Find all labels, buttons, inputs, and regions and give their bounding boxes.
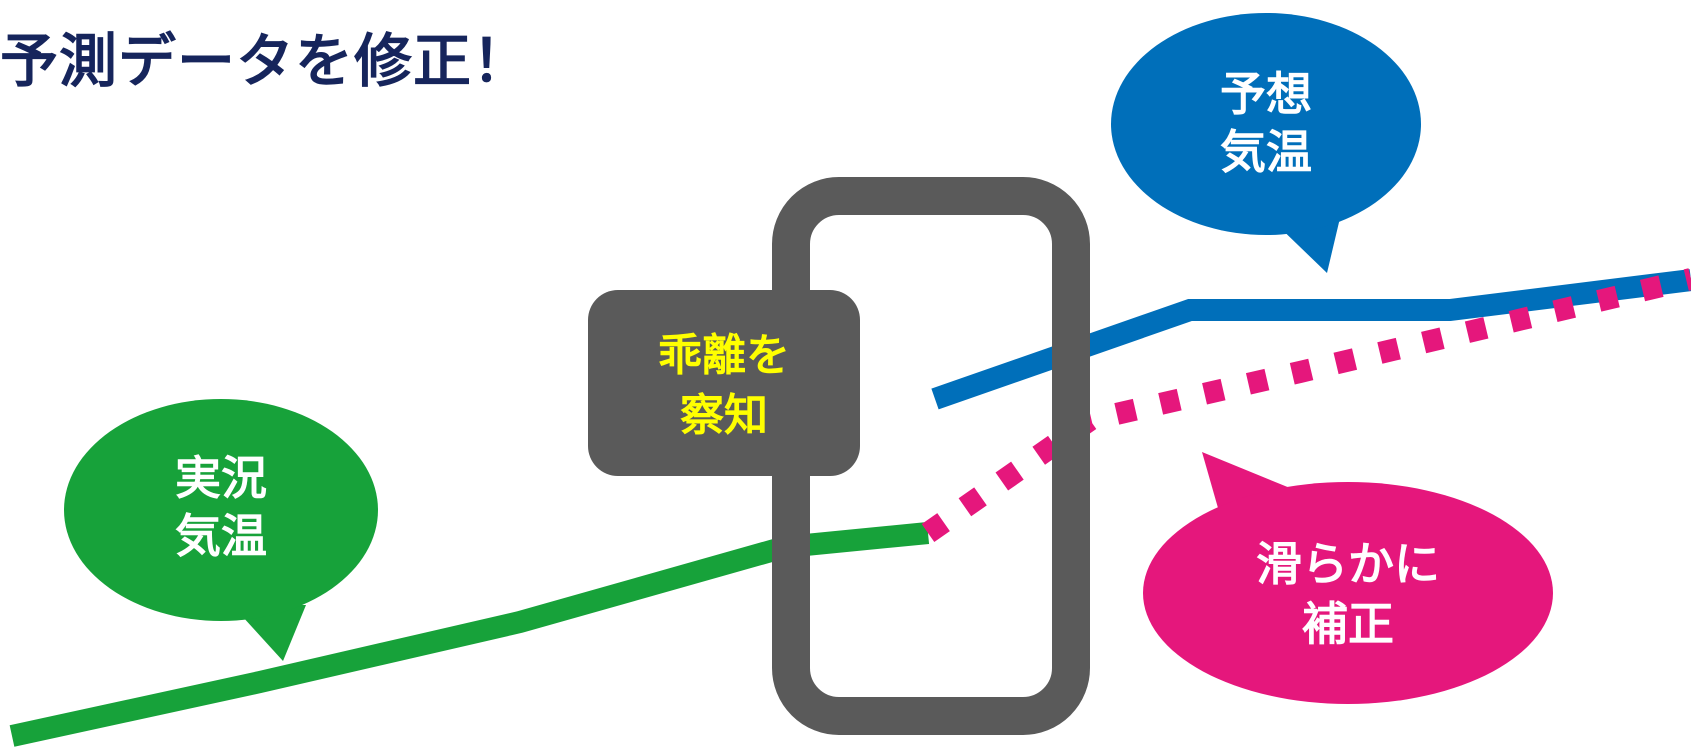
forecast-bubble-label-1: 予想 — [1220, 67, 1312, 121]
corrected-bubble: 滑らかに 補正 — [1143, 452, 1553, 704]
page-title: 予測データを修正！ — [0, 27, 532, 95]
corrected-bubble-label-1: 滑らかに — [1256, 537, 1440, 591]
observed-bubble-label-2: 気温 — [175, 509, 267, 563]
detect-box-label-2: 察知 — [680, 390, 768, 441]
observed-temperature-line — [9, 522, 930, 747]
forecast-bubble-label-2: 気温 — [1220, 125, 1312, 179]
corrected-bubble-label-2: 補正 — [1302, 597, 1394, 651]
divergence-detect-box: 乖離を 察知 — [588, 290, 860, 476]
observed-bubble-label-1: 実況 — [175, 451, 267, 505]
observed-temperature-bubble: 実況 気温 — [64, 399, 378, 661]
forecast-temperature-line — [931, 269, 1691, 410]
forecast-temperature-bubble: 予想 気温 — [1111, 13, 1421, 273]
corrected-temperature-line — [921, 268, 1691, 543]
detect-box-label-1: 乖離を — [658, 330, 790, 381]
